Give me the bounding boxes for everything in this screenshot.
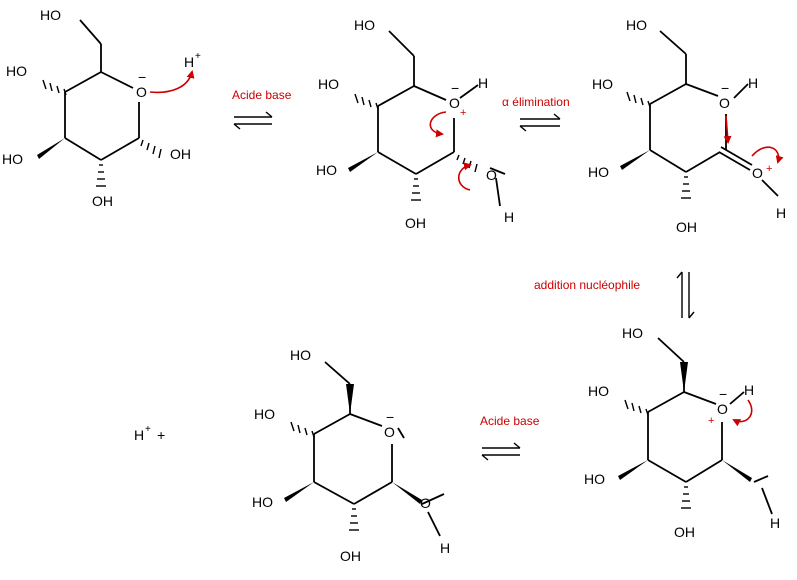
equilibrium-arrow-3: addition nucléophile: [534, 271, 695, 319]
oxonium-oxygen: O: [752, 165, 763, 181]
hash-bond: [42, 79, 162, 187]
ho-label: HO: [584, 471, 605, 487]
ring-bonds: [64, 19, 140, 161]
ho-label: HO: [592, 76, 613, 92]
ring-oxygen: O: [719, 95, 730, 111]
oxygen-label: O: [486, 167, 497, 183]
h-label: H: [748, 75, 758, 91]
wedge-bond: [37, 138, 65, 159]
oh-label: OH: [92, 193, 113, 209]
step-label-addition-nucleophile: addition nucléophile: [534, 278, 640, 292]
proton-label: H: [134, 427, 144, 443]
h-label: H: [440, 540, 450, 556]
red-straight-arrow: [723, 115, 732, 144]
plus-charge: +: [195, 51, 201, 62]
oh-label: OH: [170, 146, 191, 162]
ho-label: HO: [252, 494, 273, 510]
equilibrium-arrow-4: Acide base: [480, 414, 540, 461]
plus-charge: +: [145, 424, 151, 435]
red-curved-arrow: [429, 111, 447, 138]
oh-label: OH: [676, 219, 697, 235]
ring-oxygen: O: [717, 401, 728, 417]
red-curved-arrow: [149, 70, 195, 94]
proton-label: H: [184, 54, 194, 70]
ho-label: HO: [2, 151, 23, 167]
minus-charge: −: [451, 80, 459, 96]
molecule-2-protonated: HO HO HO OH O − + H O H: [316, 17, 514, 231]
ring-oxygen: O: [136, 84, 147, 100]
ho-label: HO: [254, 406, 275, 422]
ho-label: HO: [318, 76, 339, 92]
ho-label: HO: [354, 17, 375, 33]
h-label: H: [478, 75, 488, 91]
oxygen-label: O: [420, 495, 431, 511]
equilibrium-arrow-1: Acide base: [232, 88, 292, 130]
step-label-acide-base: Acide base: [480, 414, 540, 428]
ho-label: HO: [622, 325, 643, 341]
oh-label: OH: [405, 215, 426, 231]
molecule-4-protonated: HO HO HO OH O − + H H: [584, 325, 780, 540]
minus-charge: −: [386, 409, 394, 425]
molecule-1-glucose: HO HO HO OH OH O − H +: [2, 7, 201, 209]
ring-oxygen: O: [384, 424, 395, 440]
plus-charge: +: [766, 163, 772, 175]
red-curved-arrow: [751, 146, 784, 164]
step-label-alpha-elimination: α élimination: [502, 95, 570, 109]
ho-label: HO: [40, 7, 61, 23]
ho-label: HO: [290, 347, 311, 363]
plus-charge: +: [708, 415, 714, 427]
oh-label: OH: [674, 524, 695, 540]
molecule-3-oxocarbenium: HO HO HO OH O − H O + H: [588, 17, 786, 235]
ho-label: HO: [588, 164, 609, 180]
red-curved-arrow: [457, 162, 472, 191]
step-label-acide-base: Acide base: [232, 88, 292, 102]
molecule-5-glucose-alpha: HO HO HO OH O − O H: [252, 347, 450, 564]
ho-label: HO: [626, 17, 647, 33]
released-proton: H + +: [134, 424, 165, 443]
ho-label: HO: [588, 383, 609, 399]
h-label: H: [776, 205, 786, 221]
minus-charge: −: [719, 386, 727, 402]
oh-label: OH: [340, 548, 361, 564]
ho-label: HO: [316, 162, 337, 178]
ho-label: HO: [6, 63, 27, 79]
h-label: H: [744, 382, 754, 398]
plus-charge: +: [460, 107, 466, 119]
h-label: H: [770, 515, 780, 531]
red-curved-arrow: [732, 399, 753, 427]
h-label: H: [504, 209, 514, 225]
minus-charge: −: [138, 69, 146, 85]
plus-operator: +: [157, 427, 165, 443]
equilibrium-arrow-2: α élimination: [502, 95, 570, 132]
ring-oxygen: O: [449, 95, 460, 111]
minus-charge: −: [721, 80, 729, 96]
